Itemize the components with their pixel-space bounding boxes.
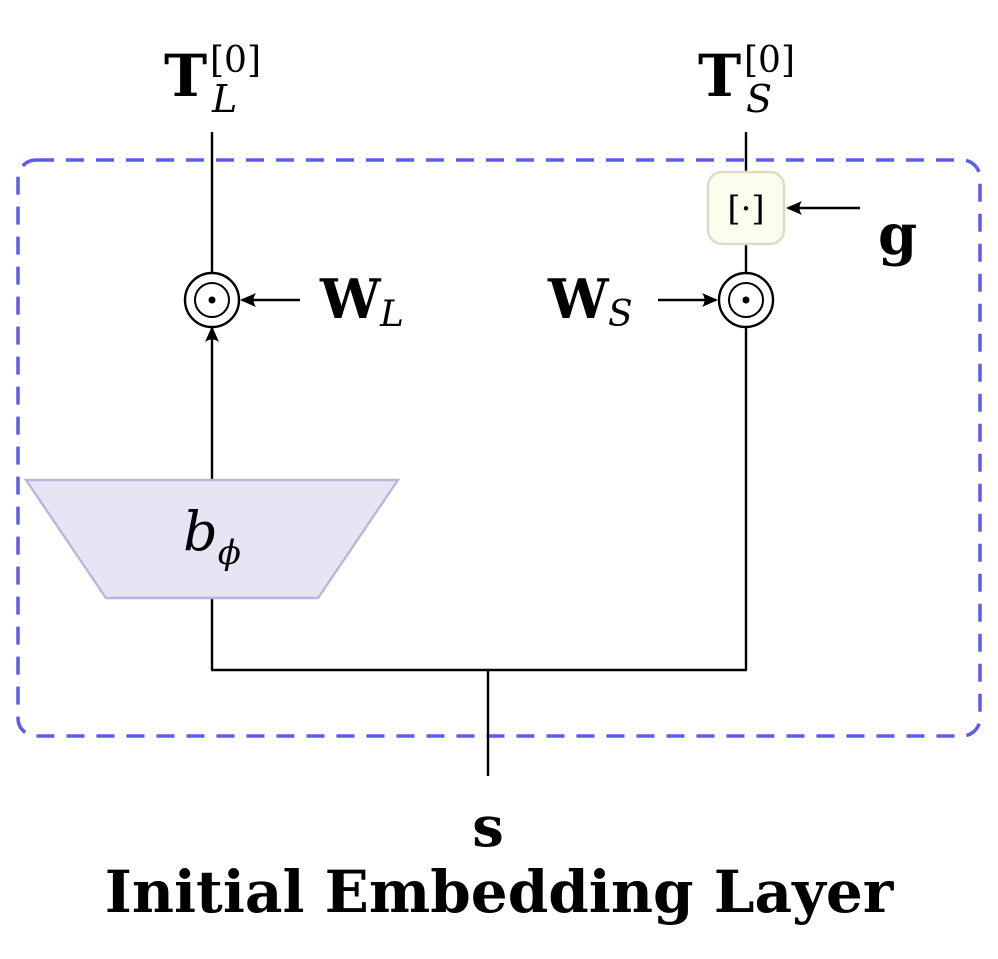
bracket-box: [·] [706,170,786,246]
encoder-block: bϕ [23,478,401,600]
encoder-subscript: ϕ [218,533,241,573]
wl-subscript: L [379,294,404,335]
ws-subscript: S [608,294,633,335]
layer-container [16,158,982,738]
right-output-subscript: S [746,77,772,121]
svg-text:bϕ: bϕ [183,500,241,573]
right-hadamard-operator [717,271,775,329]
ws-label: W S [547,267,633,335]
left-output-base: T [164,42,207,110]
left-hadamard-operator [183,271,241,329]
right-output-superscript: [0] [744,40,795,81]
bracket-box-label: [·] [727,189,764,229]
right-output-base: T [698,42,741,110]
wl-label: W L [319,267,404,335]
encoder-label: b [183,500,218,563]
wl-base: W [319,267,382,331]
diagram-title: Initial Embedding Layer [105,858,895,926]
right-output-label: T [0] S [698,40,795,121]
input-label: s [472,794,504,860]
ws-base: W [547,267,610,331]
gate-input-label: g [878,202,917,268]
left-output-subscript: L [211,77,237,121]
left-output-superscript: [0] [210,40,261,81]
left-output-label: T [0] L [164,40,261,121]
